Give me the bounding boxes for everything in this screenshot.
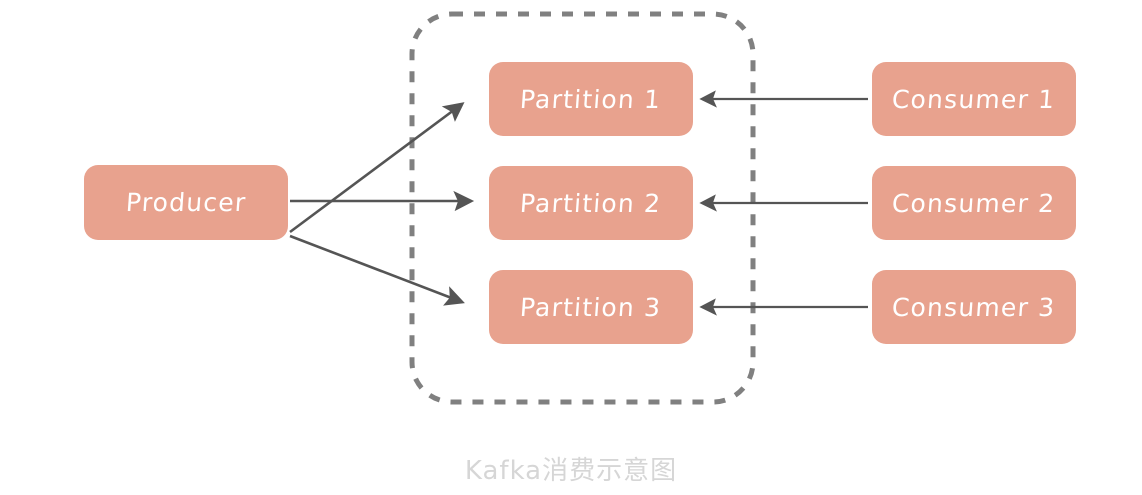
node-partition-1[interactable]: Partition 1 [489,62,693,136]
node-partition-3[interactable]: Partition 3 [489,270,693,344]
node-partition-2-label: Partition 2 [519,188,663,218]
node-consumer-3-label: Consumer 3 [891,292,1057,322]
node-partition-3-label: Partition 3 [519,292,663,322]
node-producer-label: Producer [124,188,248,217]
node-producer[interactable]: Producer [84,165,288,240]
node-consumer-1[interactable]: Consumer 1 [872,62,1076,136]
edge-producer-to-partition-1 [289,102,465,234]
node-consumer-2[interactable]: Consumer 2 [872,166,1076,240]
node-consumer-3[interactable]: Consumer 3 [872,270,1076,344]
edge-producer-to-partition-3 [289,234,465,306]
kafka-cluster-boundary [409,11,756,405]
diagram-caption: Kafka消费示意图 [464,456,678,486]
node-consumer-2-label: Consumer 2 [891,188,1057,218]
node-partition-2[interactable]: Partition 2 [489,166,693,240]
node-partition-1-label: Partition 1 [519,84,663,114]
node-consumer-1-label: Consumer 1 [891,84,1057,114]
